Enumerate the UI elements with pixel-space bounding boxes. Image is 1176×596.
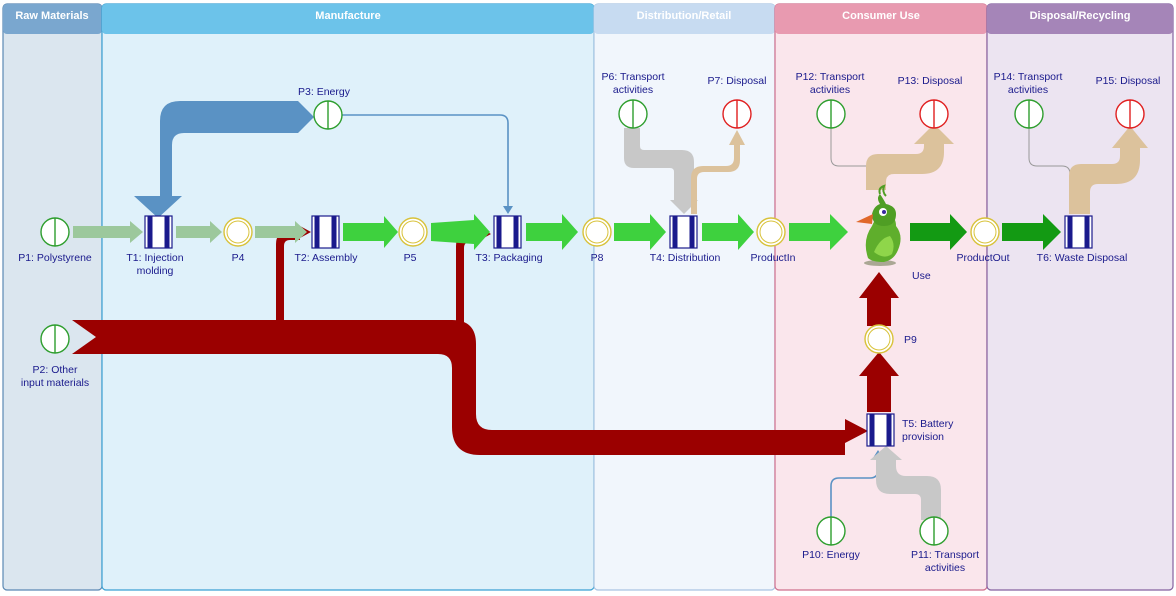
flow-p14-to-t6 bbox=[1028, 128, 1071, 210]
lane-title-disposal-recycling: Disposal/Recycling bbox=[1030, 10, 1131, 22]
node-p15[interactable] bbox=[1115, 99, 1145, 129]
lane-title-raw-materials: Raw Materials bbox=[15, 10, 88, 22]
node-t3[interactable] bbox=[493, 215, 522, 249]
node-p11[interactable] bbox=[919, 516, 949, 546]
node-t4[interactable] bbox=[669, 215, 698, 249]
node-t6[interactable] bbox=[1064, 215, 1093, 249]
node-p9[interactable] bbox=[864, 324, 894, 354]
node-t5[interactable] bbox=[866, 413, 895, 447]
label-p12-line1: P12: Transport bbox=[796, 71, 865, 83]
label-p11-line1: P11: Transport bbox=[911, 549, 979, 561]
flow-p11-to-t5 bbox=[870, 446, 941, 520]
node-p14[interactable] bbox=[1014, 99, 1044, 129]
node-p6[interactable] bbox=[618, 99, 648, 129]
label-p2-line1: P2: Other bbox=[33, 364, 78, 376]
node-t1[interactable] bbox=[144, 215, 173, 249]
node-p2[interactable] bbox=[40, 324, 70, 354]
label-p14-line1: P14: Transport bbox=[994, 71, 1063, 83]
label-product-in: ProductIn bbox=[751, 252, 796, 264]
label-t1-line1: T1: Injection bbox=[126, 252, 183, 264]
node-labels: P1: Polystyrene P2: Other input material… bbox=[18, 71, 1160, 574]
label-p9: P9 bbox=[904, 334, 917, 346]
flow-p9-to-use bbox=[859, 272, 899, 326]
label-t3: T3: Packaging bbox=[475, 252, 542, 264]
intermediate-places bbox=[223, 217, 1000, 354]
flow-t4-to-productin bbox=[702, 214, 754, 250]
lane-title-manufacture: Manufacture bbox=[315, 10, 380, 22]
node-p1[interactable] bbox=[40, 217, 70, 247]
label-p14-line2: activities bbox=[1008, 84, 1048, 96]
output-places bbox=[722, 99, 1145, 129]
label-use: Use bbox=[912, 270, 931, 282]
label-product-out: ProductOut bbox=[956, 252, 1009, 264]
node-p12[interactable] bbox=[816, 99, 846, 129]
flow-p2-to-t5 bbox=[72, 320, 868, 455]
label-p6-line2: activities bbox=[613, 84, 653, 96]
label-p15: P15: Disposal bbox=[1096, 75, 1161, 87]
node-p7[interactable] bbox=[722, 99, 752, 129]
label-p4: P4 bbox=[232, 252, 245, 264]
node-product-in[interactable] bbox=[756, 217, 786, 247]
transitions bbox=[144, 215, 1093, 447]
flow-t5-to-p9 bbox=[859, 352, 899, 412]
flow-product-chain bbox=[73, 214, 1061, 250]
label-p7: P7: Disposal bbox=[708, 75, 767, 87]
node-p8[interactable] bbox=[582, 217, 612, 247]
flow-use-to-productout bbox=[910, 214, 967, 250]
flow-p4-to-t2 bbox=[255, 221, 307, 243]
flow-p5-to-t3 bbox=[431, 214, 490, 250]
node-p3[interactable] bbox=[313, 100, 343, 130]
lane-title-consumer-use: Consumer Use bbox=[842, 10, 920, 22]
flow-use-to-p13 bbox=[866, 124, 954, 190]
node-p13[interactable] bbox=[919, 99, 949, 129]
label-p2-line2: input materials bbox=[21, 377, 89, 389]
node-t2[interactable] bbox=[311, 215, 340, 249]
flow-t2-to-p5 bbox=[343, 216, 398, 248]
flow-t3-to-p8 bbox=[526, 214, 578, 250]
label-t2: T2: Assembly bbox=[294, 252, 358, 264]
flow-transport bbox=[624, 128, 941, 520]
label-t4: T4: Distribution bbox=[650, 252, 721, 264]
label-p3: P3: Energy bbox=[298, 86, 351, 98]
flow-p8-to-t4 bbox=[614, 214, 666, 250]
node-use-toy-bird[interactable] bbox=[856, 184, 901, 266]
lane-raw-materials: Raw Materials bbox=[2, 3, 103, 591]
flow-productout-to-t6 bbox=[1002, 214, 1061, 250]
node-p10[interactable] bbox=[816, 516, 846, 546]
flow-t6-to-p15 bbox=[1069, 126, 1148, 214]
flow-p3-to-t1 bbox=[134, 101, 314, 218]
label-p10: P10: Energy bbox=[802, 549, 861, 561]
label-t1-line2: molding bbox=[137, 265, 174, 277]
label-t6: T6: Waste Disposal bbox=[1037, 252, 1128, 264]
node-p5[interactable] bbox=[398, 217, 428, 247]
lane-title-distribution-retail: Distribution/Retail bbox=[637, 10, 732, 22]
flow-t4-to-p7 bbox=[691, 130, 745, 214]
flow-p6-to-t4 bbox=[624, 128, 698, 214]
node-p4[interactable] bbox=[223, 217, 253, 247]
label-p13: P13: Disposal bbox=[898, 75, 963, 87]
flow-disposal bbox=[691, 124, 1148, 214]
label-p1: P1: Polystyrene bbox=[18, 252, 92, 264]
label-p5: P5 bbox=[404, 252, 417, 264]
label-t5-line1: T5: Battery bbox=[902, 418, 954, 430]
flow-t1-to-p4 bbox=[176, 221, 222, 243]
flow-productin-to-use bbox=[789, 214, 848, 250]
input-places bbox=[40, 99, 1044, 546]
label-p8: P8 bbox=[591, 252, 604, 264]
label-p11-line2: activities bbox=[925, 562, 965, 574]
label-p12-line2: activities bbox=[810, 84, 850, 96]
flow-p3-to-t3 bbox=[342, 114, 509, 207]
node-product-out[interactable] bbox=[970, 217, 1000, 247]
label-p6-line1: P6: Transport bbox=[601, 71, 664, 83]
flow-p1-to-t1 bbox=[73, 221, 143, 243]
label-t5-line2: provision bbox=[902, 431, 944, 443]
